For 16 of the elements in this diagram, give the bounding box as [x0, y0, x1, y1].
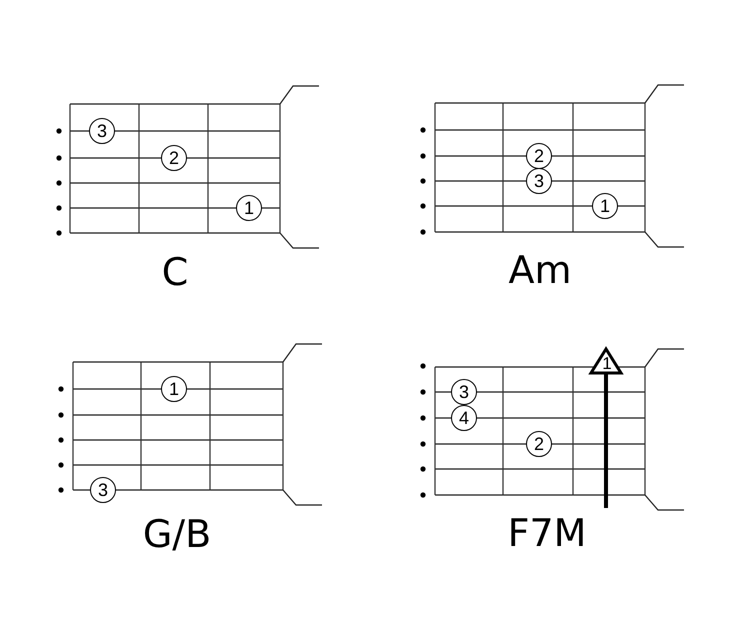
finger-number: 2	[526, 143, 552, 169]
finger-number: 3	[89, 118, 115, 144]
finger-number: 4	[451, 405, 477, 431]
finger-number: 3	[451, 379, 477, 405]
chord-name: G/B	[142, 512, 212, 556]
chord-name: F7M	[508, 511, 586, 555]
chord-name: Am	[508, 248, 572, 292]
finger-number: 1	[592, 193, 618, 219]
finger-number: 3	[90, 477, 116, 503]
chord-name: C	[162, 250, 188, 294]
finger-number: 2	[526, 431, 552, 457]
barre-finger-number: 1	[602, 355, 612, 373]
finger-number: 1	[161, 376, 187, 402]
finger-number: 3	[526, 168, 552, 194]
finger-number: 2	[161, 145, 187, 171]
finger-number: 1	[236, 195, 262, 221]
